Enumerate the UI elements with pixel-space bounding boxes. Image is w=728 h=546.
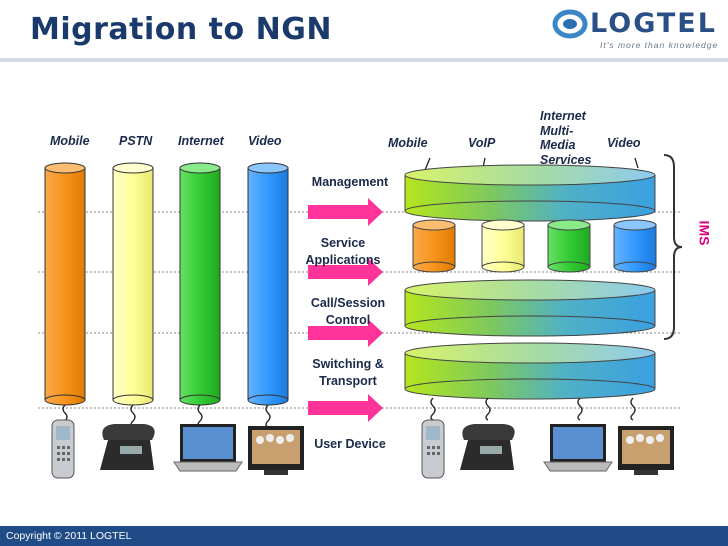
copyright-text: Copyright © 2011 LOGTEL bbox=[6, 530, 131, 542]
ims-cylinder-green bbox=[548, 220, 590, 272]
layer-user-device: User Device bbox=[300, 436, 400, 453]
tv-icon-right bbox=[618, 426, 674, 475]
cylinder-pstn bbox=[113, 163, 153, 405]
ims-label: IMS bbox=[696, 221, 712, 246]
mobile-phone-icon-left bbox=[52, 420, 74, 478]
mobile-phone-icon-right bbox=[422, 420, 444, 478]
ims-cylinder-orange bbox=[413, 220, 455, 272]
label-video-right: Video bbox=[607, 136, 641, 150]
ims-cylinder-yellow bbox=[482, 220, 524, 272]
laptop-icon-left bbox=[174, 424, 242, 471]
tv-icon-left bbox=[248, 426, 304, 475]
ims-bracket bbox=[664, 155, 682, 339]
label-internet: Internet bbox=[178, 134, 224, 148]
layer-management: Management bbox=[300, 174, 400, 191]
label-mobile-left: Mobile bbox=[50, 134, 90, 148]
label-voip: VoIP bbox=[468, 136, 495, 150]
cylinder-mobile bbox=[45, 163, 85, 405]
cylinder-video bbox=[248, 163, 288, 405]
desk-phone-icon-right bbox=[460, 424, 515, 470]
label-mobile-right: Mobile bbox=[388, 136, 428, 150]
desk-phone-icon-left bbox=[100, 424, 155, 470]
label-internet-multimedia-services: Internet Multi- Media Services bbox=[540, 109, 591, 167]
laptop-icon-right bbox=[544, 424, 612, 471]
bar-call-session bbox=[405, 280, 655, 336]
cylinder-internet bbox=[180, 163, 220, 405]
label-pstn: PSTN bbox=[119, 134, 152, 148]
bar-management bbox=[405, 165, 655, 221]
right-bottom-cords bbox=[431, 398, 635, 420]
layer-switching-transport: Switching &Transport bbox=[296, 356, 400, 390]
label-video-left: Video bbox=[248, 134, 282, 148]
ims-cylinder-blue bbox=[614, 220, 656, 272]
bar-switching-transport bbox=[405, 343, 655, 399]
